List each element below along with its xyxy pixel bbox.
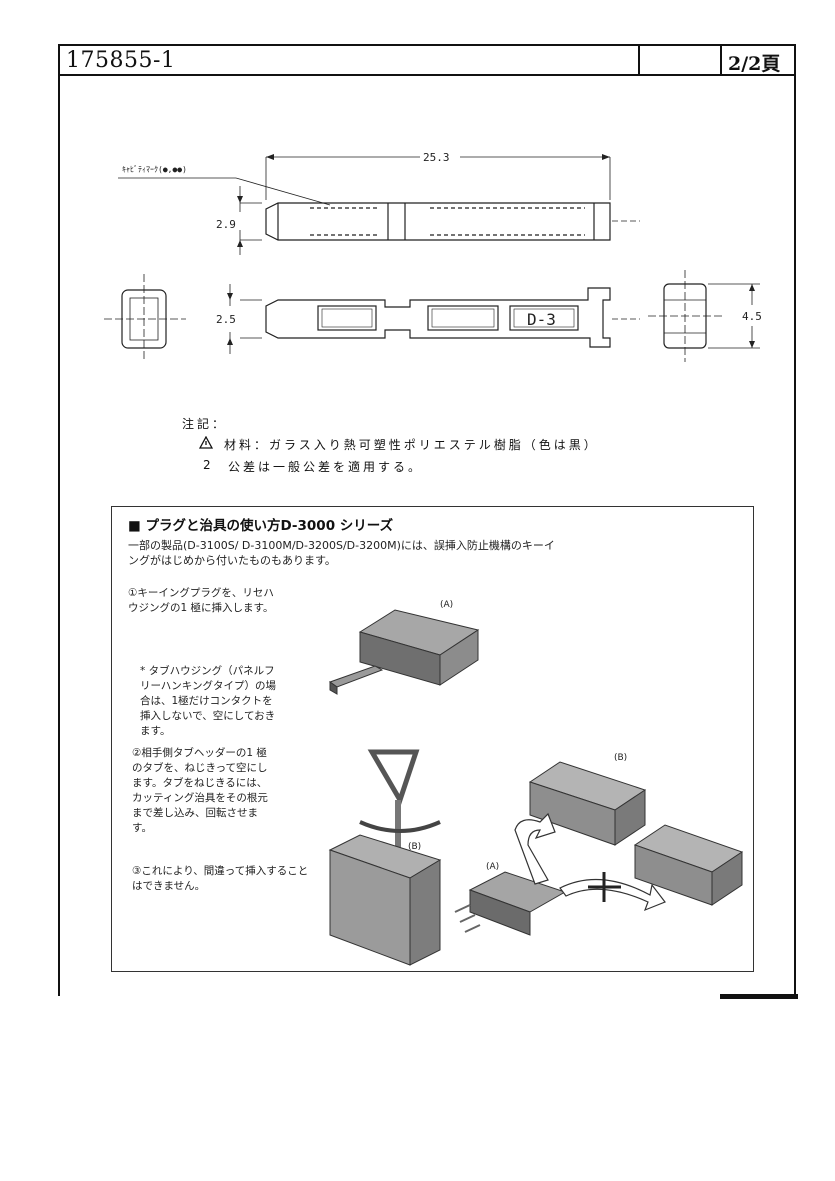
cutting-jig-handle — [367, 749, 420, 807]
label-b-housing: (B) — [614, 753, 628, 763]
title-block-divider — [720, 44, 722, 76]
keying-plug — [328, 665, 384, 688]
step-2: ②相手側タブヘッダーの1 極のタブを、ねじきって空にします。タブをねじきるには、… — [132, 747, 268, 834]
label-a-step1: (A) — [440, 600, 454, 610]
warning-triangle-icon — [199, 436, 213, 449]
note-2-number: 2 — [203, 458, 214, 472]
note-material: 材料：ガラス入り熱可塑性ポリエステル樹脂（色は黒） — [224, 438, 599, 452]
dim-length: 25.3 — [423, 151, 450, 164]
label-a-step3: (A) — [486, 862, 500, 872]
step-1: ①キーイングプラグを、リセハウジングの1 極に挿入します。 — [128, 587, 274, 614]
plug-side-view — [265, 287, 611, 348]
arrow-blocked-icon — [559, 878, 666, 912]
panel-title: ■ プラグと治具の使い方D-3000 シリーズ — [128, 518, 394, 534]
usage-panel — [111, 506, 754, 972]
technical-drawing: ｷｬﾋﾞﾃｨﾏｰｸ(●,●●) 25.3 2.9 2.5 4.5 D-3 — [104, 151, 762, 362]
step-3: ③これにより、間違って挿入することはできません。 — [132, 865, 309, 892]
cavity-mark-label: ｷｬﾋﾞﾃｨﾏｰｸ(●,●●) — [122, 165, 187, 174]
dim-top-height: 2.9 — [216, 218, 236, 231]
dim-end-height: 4.5 — [742, 310, 762, 323]
title-block — [58, 44, 796, 76]
part-number: 175855-1 — [66, 48, 176, 73]
title-block-divider — [638, 44, 640, 76]
panel-subtitle: 一部の製品(D-3100S/ D-3100M/D-3200S/D-3200M)に… — [128, 539, 555, 567]
note-tolerance: 公差は一般公差を適用する。 — [228, 460, 424, 474]
footer-bar — [720, 994, 798, 999]
notes-heading: 注記： — [182, 417, 228, 431]
dim-side-height: 2.5 — [216, 313, 236, 326]
label-b-jig: (B) — [408, 842, 422, 852]
body-marking: D-3 — [527, 310, 556, 329]
page-number: 2/2頁 — [728, 53, 781, 75]
step-1-note: * タブハウジング（パネルフリーハンキングタイプ）の場合は、1極だけコンタクトを… — [140, 665, 276, 737]
arrow-ok-icon — [514, 812, 556, 885]
